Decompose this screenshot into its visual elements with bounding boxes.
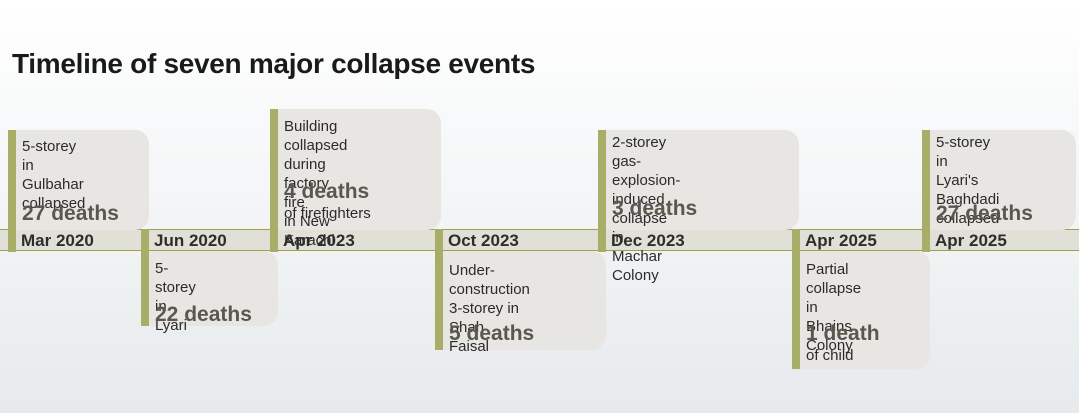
event-marker-bar (141, 229, 149, 326)
event-description: 5-storey in Lyari's Baghdadi collapsed (936, 134, 1000, 227)
event-date: Oct 2023 (448, 231, 519, 250)
event-marker-bar (435, 229, 443, 350)
event-description: 2-storey gas-explosion- induced collapse… (612, 134, 681, 284)
event-deaths: 3 deaths (612, 197, 698, 220)
event-card (800, 251, 930, 369)
event-card (930, 130, 1076, 230)
event-deaths-note: of firefighters (284, 205, 371, 222)
event-description: 5-storey in Lyari (155, 260, 196, 334)
event-deaths: 1 death (806, 322, 880, 345)
event-description: Under-construction 3-storey in Shah Fais… (449, 262, 530, 355)
event-date: Apr 2025 (805, 231, 877, 250)
event-marker-bar (922, 130, 930, 252)
event-card (16, 130, 149, 230)
event-deaths: 5 deaths (449, 322, 535, 345)
event-description: Building collapsed during factory fire i… (284, 118, 348, 249)
event-description: Partial collapse in Bhains Colony (806, 261, 862, 354)
event-date: Mar 2020 (21, 231, 94, 250)
event-card (443, 251, 606, 350)
event-deaths: 27 deaths (936, 202, 1033, 225)
event-description: 5-storey in Gulbahar collapsed (22, 138, 86, 212)
event-deaths-note: of child (806, 347, 854, 364)
event-deaths: 4 deaths (284, 180, 370, 203)
event-marker-bar (598, 130, 606, 252)
event-date: Apr 2025 (935, 231, 1007, 250)
event-date: Dec 2023 (611, 231, 685, 250)
event-deaths: 27 deaths (22, 202, 119, 225)
event-deaths: 22 deaths (155, 303, 252, 326)
event-marker-bar (270, 109, 278, 252)
event-date: Apr 2023 (283, 231, 355, 250)
event-card (606, 130, 799, 230)
event-date: Jun 2020 (154, 231, 227, 250)
figure-title: Timeline of seven major collapse events (12, 48, 536, 79)
event-card (278, 109, 441, 230)
event-marker-bar (792, 229, 800, 369)
timeline-axis (0, 229, 1079, 251)
event-card (149, 251, 278, 326)
event-marker-bar (8, 130, 16, 252)
